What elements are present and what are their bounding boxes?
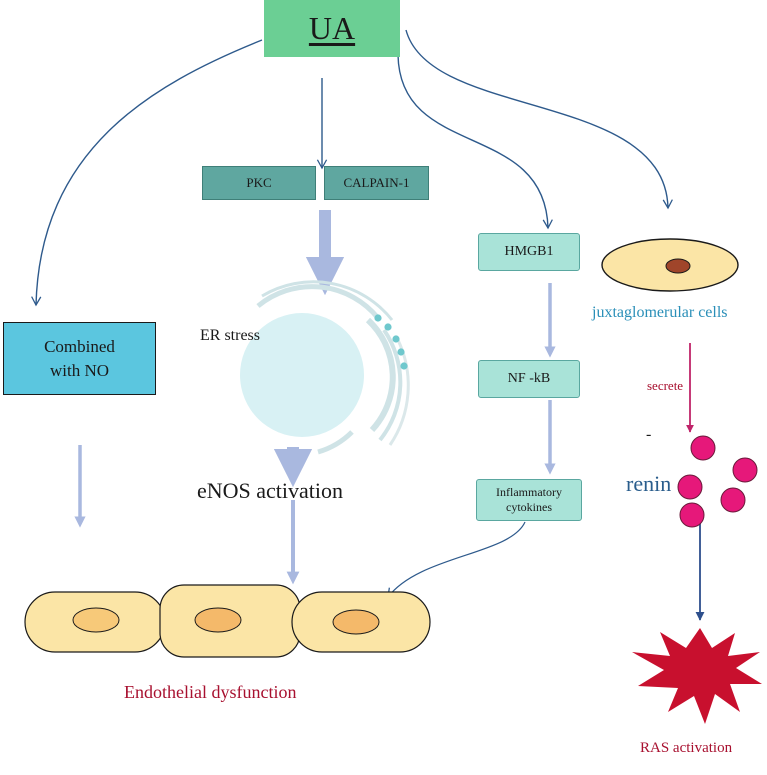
calpain-box: CALPAIN-1 bbox=[324, 166, 429, 200]
arrow-inflammatory-to-cells bbox=[387, 521, 526, 599]
inflammatory-label-line2: cytokines bbox=[506, 500, 552, 514]
endothelial-cells-graphic bbox=[24, 584, 431, 658]
no-label-line1: Combined bbox=[44, 336, 115, 356]
er-stress-label: ER stress bbox=[200, 327, 260, 344]
ua-box: UA bbox=[264, 0, 400, 57]
hmgb1-box: HMGB1 bbox=[478, 233, 580, 271]
ras-starburst-graphic bbox=[632, 628, 762, 724]
arrow-ua-to-hmgb1 bbox=[397, 54, 553, 230]
renin-label: renin bbox=[626, 471, 672, 496]
no-label-line2: with NO bbox=[49, 360, 110, 380]
pkc-label: PKC bbox=[246, 175, 272, 190]
arrow-ua-to-juxta bbox=[405, 29, 673, 210]
ua-label: UA bbox=[308, 10, 356, 46]
nfkb-label: NF -kB bbox=[507, 371, 551, 386]
inflammatory-label-line1: Inflammatory bbox=[496, 485, 562, 499]
enos-activation-label: eNOS activation bbox=[197, 478, 344, 503]
er-organelle-graphic bbox=[240, 280, 410, 455]
endothelial-dysfunction-label: Endothelial dysfunction bbox=[124, 682, 297, 702]
calpain-label: CALPAIN-1 bbox=[343, 175, 410, 190]
dash-label: - bbox=[646, 426, 652, 443]
nfkb-box: NF -kB bbox=[478, 360, 580, 398]
juxtaglomerular-cells-label: juxtaglomerular cells bbox=[592, 304, 728, 321]
juxtaglomerular-cell-graphic bbox=[601, 238, 739, 292]
renin-granules-graphic bbox=[677, 435, 758, 528]
arrow-ua-to-no bbox=[31, 39, 263, 307]
combined-with-no-box: Combined with NO bbox=[3, 322, 156, 395]
pkc-box: PKC bbox=[202, 166, 316, 200]
inflammatory-cytokines-box: Inflammatory cytokines bbox=[476, 479, 582, 521]
secrete-label: secrete bbox=[647, 378, 684, 393]
ras-activation-label: RAS activation bbox=[640, 740, 733, 756]
hmgb1-label: HMGB1 bbox=[504, 244, 554, 259]
